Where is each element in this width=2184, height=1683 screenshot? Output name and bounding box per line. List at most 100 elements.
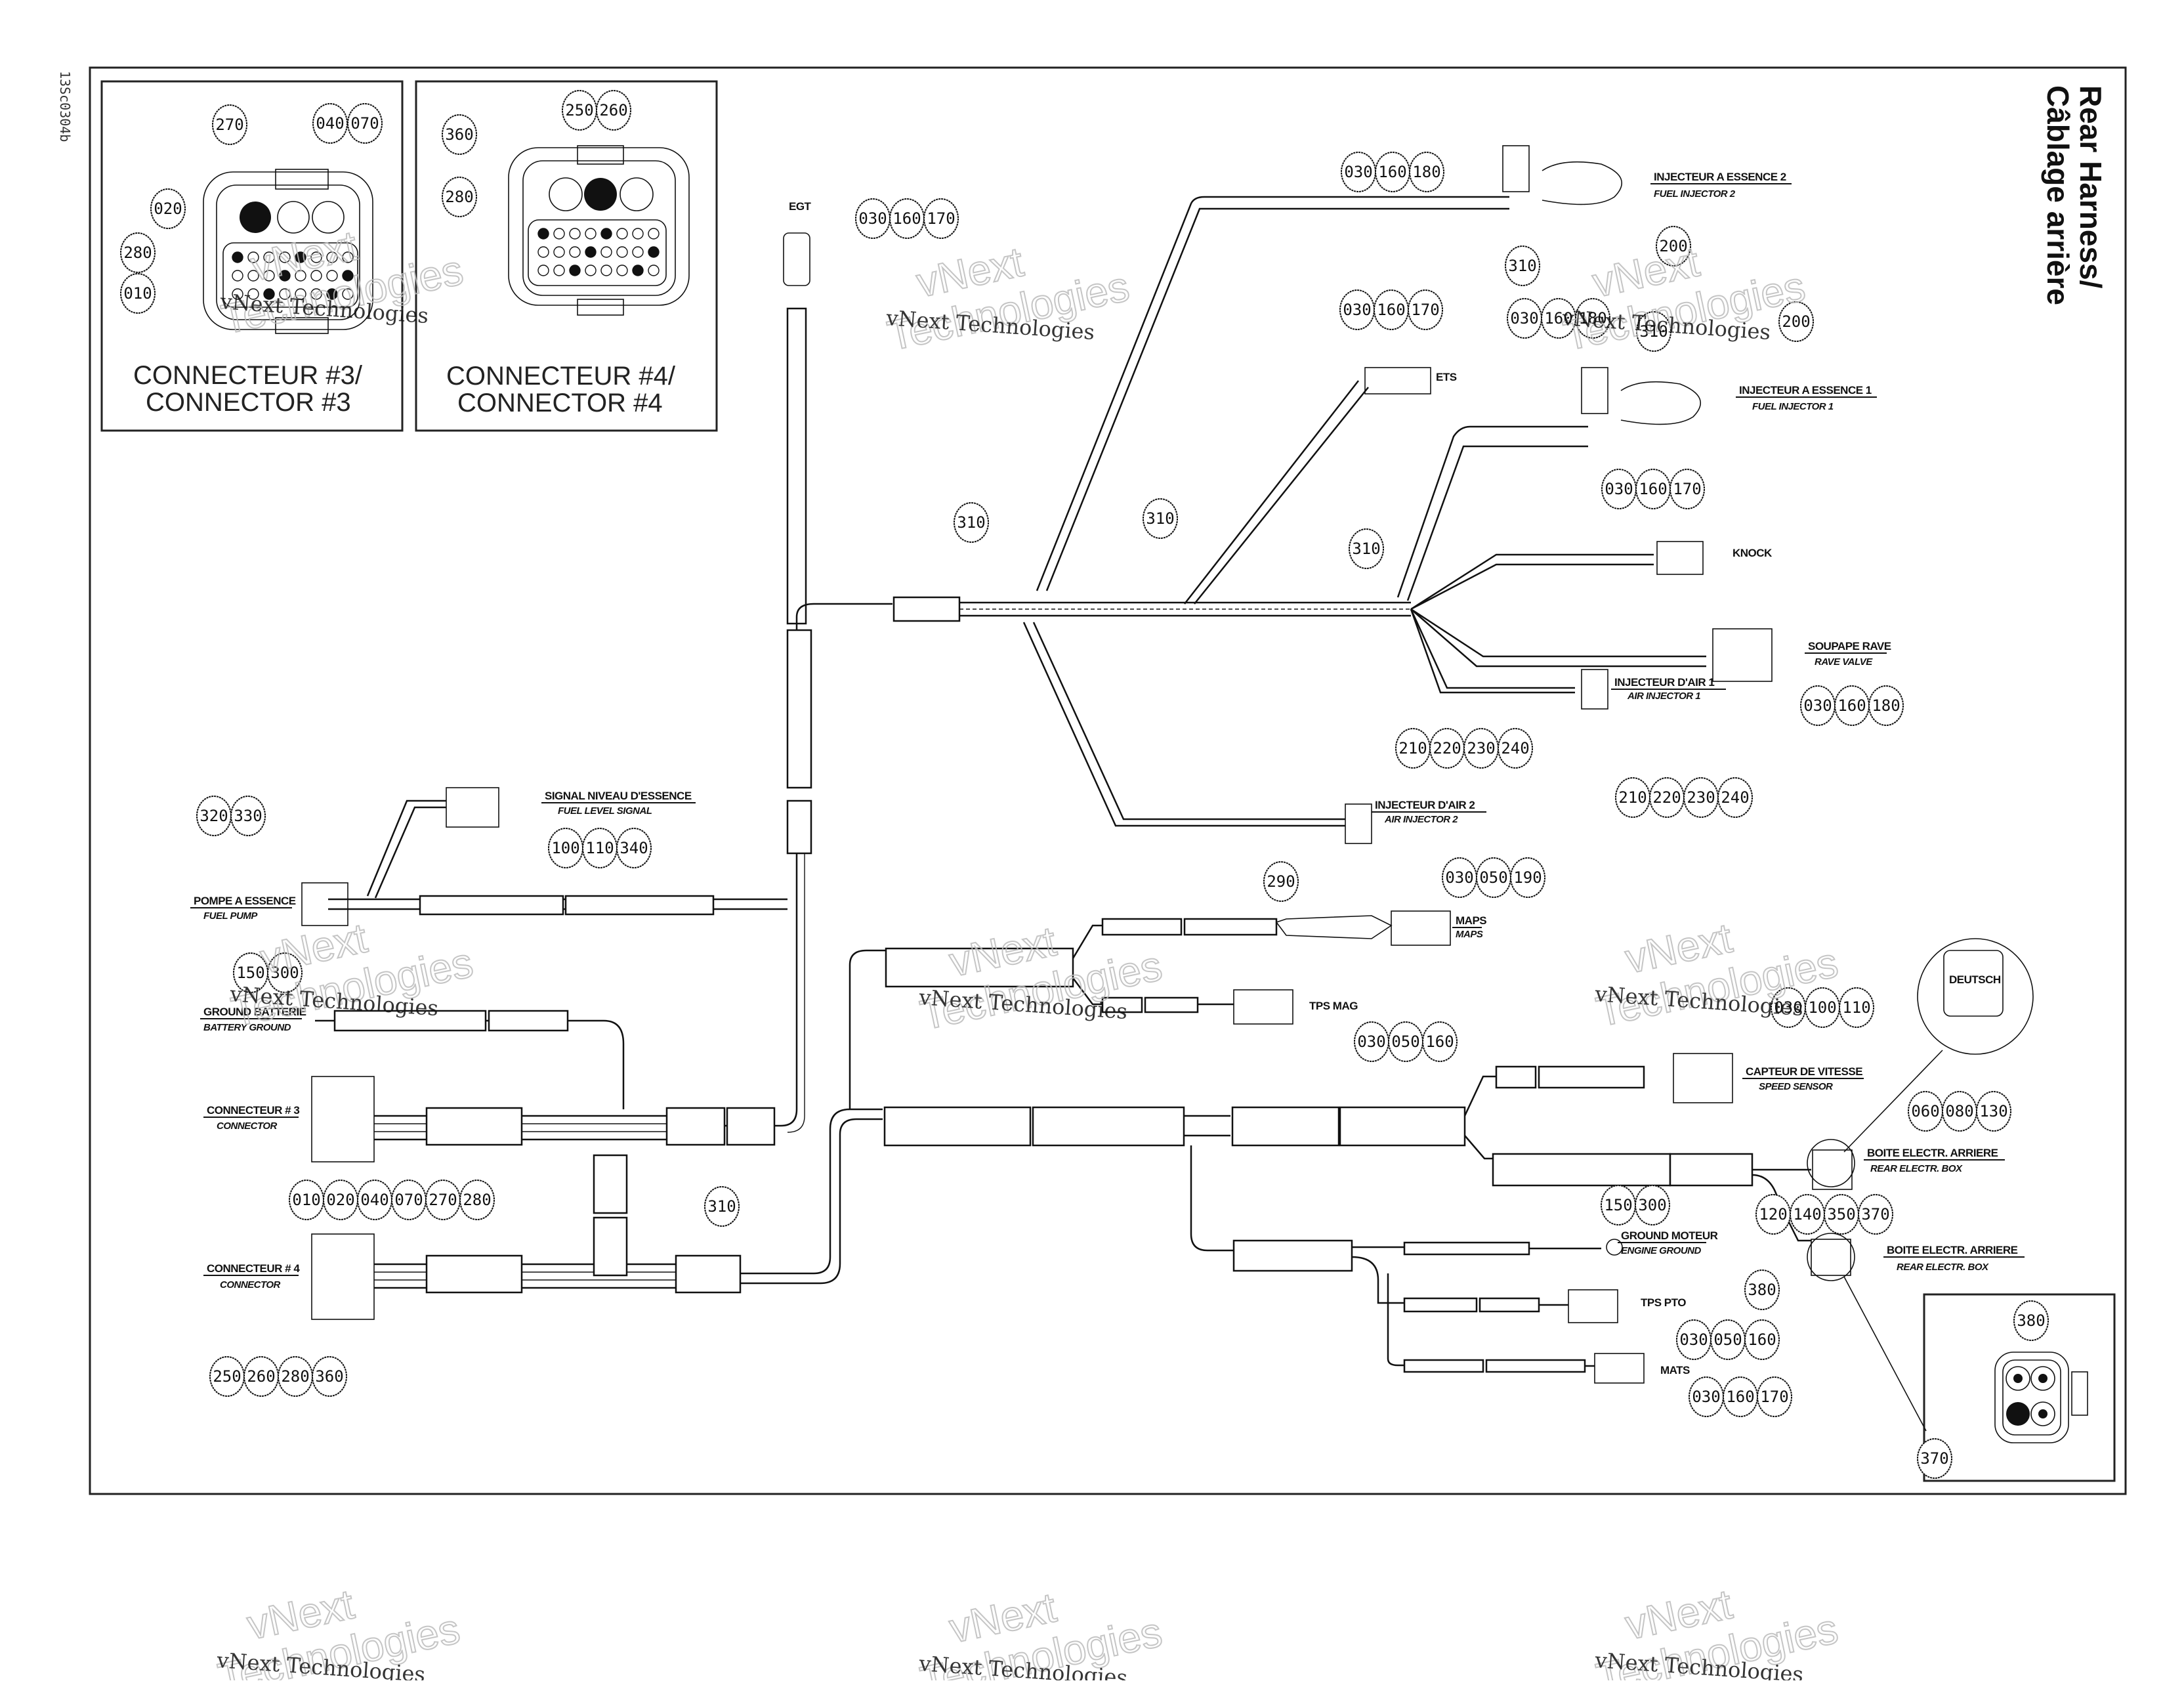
callout-bubble: 370 [1858,1194,1893,1235]
pin-icon [232,288,243,300]
callout-number: 310 [1146,509,1174,528]
callout-number: 230 [1467,739,1495,757]
pin-icon [632,265,644,276]
callout-bubble: 310 [1349,528,1384,569]
callout-bubble: 280 [278,1356,313,1397]
callout-number: 380 [1748,1281,1776,1299]
label-engine-ground: GROUND MOTEUR [1621,1229,1718,1242]
pin-icon [632,228,644,240]
pin-cavity-icon [312,201,345,234]
label-rear-electr-box-1-en: REAR ELECTR. BOX [1870,1163,1963,1174]
injector2-body-icon [1542,161,1622,205]
label-rave-valve-en: RAVE VALVE [1815,656,1873,668]
callout-bubble: 070 [391,1180,427,1220]
callout-number: 310 [957,513,985,532]
callout-number: 020 [154,200,182,218]
callout-bubble: 030 [1676,1319,1712,1360]
label-fuel-pump: POMPE A ESSENCE [194,895,296,907]
pin-icon [600,246,612,258]
callout-bubble: 350 [1824,1194,1859,1235]
pin-icon [569,246,581,258]
callout-bubble: 230 [1683,777,1719,818]
callout-number: 160 [1425,1033,1454,1051]
callout-number: 310 [1508,257,1536,275]
callout-bubble: 310 [954,502,989,543]
callout-bubble: 280 [459,1180,495,1220]
callout-number: 110 [585,839,614,857]
label-egt: EGT [789,200,812,213]
pin-icon [616,246,628,258]
label-fuel-level-signal-en: FUEL LEVEL SIGNAL [558,805,652,817]
rear-box1-connector-icon [1812,1149,1853,1190]
label-air-injector-1-en: AIR INJECTOR 1 [1627,691,1700,702]
callout-number: 030 [1803,696,1832,715]
callout-bubble: 100 [548,828,583,868]
callout-bubble: 030 [1341,152,1376,192]
callout-number: 060 [1911,1102,1939,1120]
label-engine-ground-en: ENGINE GROUND [1621,1245,1702,1256]
pin-icon [263,270,275,282]
callout-number: 170 [1760,1388,1788,1406]
callout-number: 280 [463,1191,491,1209]
callout-bubble: 110 [582,828,618,868]
label-rear-electr-box-2: BOITE ELECTR. ARRIERE [1887,1244,2018,1256]
callout-bubble: 200 [1656,226,1691,266]
callout-bubble: 280 [120,232,156,273]
pin-icon [310,251,322,263]
label-maps-en: MAPS [1456,929,1483,940]
callout-number: 180 [1412,163,1440,181]
callout-bubble: 240 [1717,777,1753,818]
callout-number: 030 [1343,301,1371,319]
label-knock: KNOCK [1732,547,1773,559]
callout-bubble: 210 [1615,777,1650,818]
pin-icon [342,270,354,282]
callout-bubble: 380 [2013,1300,2049,1341]
callout-bubble: 110 [1839,987,1874,1028]
pin-icon [279,251,291,263]
pin-icon [616,265,628,276]
pin-icon [537,265,549,276]
callout-number: 260 [599,101,627,119]
callout-number: 220 [1652,788,1681,807]
callout-bubble: 020 [323,1180,358,1220]
callout-number: 240 [1501,739,1529,757]
label-fuel-injector-2-en: FUEL INJECTOR 2 [1654,188,1736,200]
pin-icon [295,288,306,300]
callout-number: 030 [1679,1331,1708,1349]
callout-number: 310 [1639,322,1668,341]
callout-bubble: 030 [855,198,891,239]
callout-number: 120 [1759,1205,1787,1224]
pin-icon [569,228,581,240]
inset-title-line1: CONNECTEUR #3/ [133,361,363,390]
callout-bubble: 160 [1422,1021,1458,1062]
callout-number: 070 [350,114,379,133]
callout-number: 170 [1411,301,1439,319]
label-rear-electr-box-1: BOITE ELECTR. ARRIERE [1867,1147,1998,1159]
callout-bubble: 030 [1601,469,1637,509]
callout-bubble: 150 [1601,1185,1636,1225]
callout-number: 040 [360,1191,388,1209]
callout-bubble: 040 [357,1180,392,1220]
mats-connector-icon [1594,1353,1645,1384]
callout-number: 160 [1639,480,1667,498]
callout-number: 230 [1687,788,1715,807]
pin-icon [310,270,322,282]
callout-number: 310 [707,1197,736,1216]
callout-number: 260 [247,1367,275,1386]
pin-icon [326,251,338,263]
callout-number: 210 [1618,788,1647,807]
callout-number: 280 [445,188,473,206]
doc-id: 13Sc0304b [57,71,73,142]
callout-number: 180 [1872,696,1900,715]
egt-connector-icon [783,232,810,286]
callout-bubble: 030 [1354,1021,1389,1062]
callout-number: 030 [1774,998,1802,1017]
callout-number: 070 [394,1191,423,1209]
callout-bubble: 160 [1635,469,1671,509]
callout-bubble: 270 [425,1180,461,1220]
diagram-title: Rear Harness/ Câblage arrière [2041,85,2108,305]
callout-number: 160 [1378,163,1406,181]
callout-bubble: 360 [442,114,477,155]
callout-number: 030 [1510,309,1538,328]
